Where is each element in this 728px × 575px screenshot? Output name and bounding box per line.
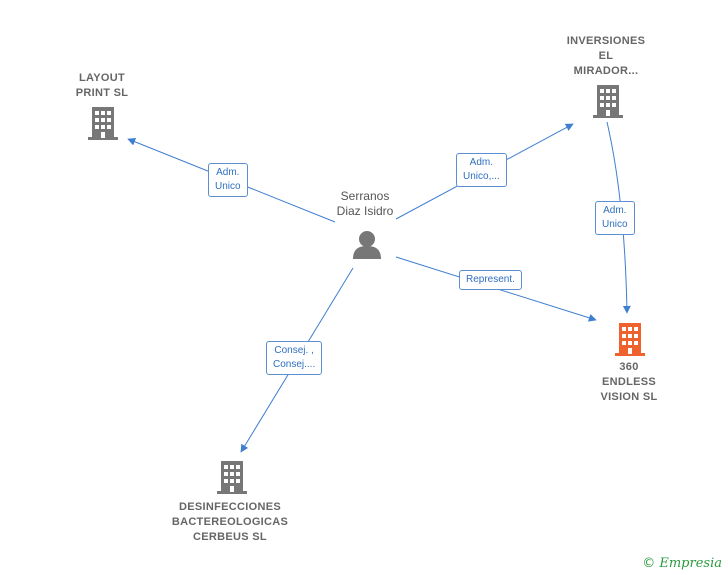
company-label-line: 360: [619, 361, 639, 373]
company-label-line: ENDLESS: [601, 376, 657, 388]
building-icon-desinfecciones[interactable]: [217, 461, 247, 494]
company-label-desinfecciones[interactable]: DESINFECCIONES BACTEREOLOGICAS CERBEUS S…: [160, 500, 300, 545]
company-label-line: VISION SL: [600, 391, 658, 403]
edge-label-represent[interactable]: Represent.: [459, 270, 522, 290]
company-label-line: CERBEUS SL: [193, 531, 267, 543]
edge-label-line: Adm.: [216, 167, 240, 178]
brand-footer[interactable]: © Empresia: [642, 556, 722, 571]
building-icon-layout-print[interactable]: [88, 107, 118, 140]
edge-label-line: Unico,...: [463, 171, 500, 182]
company-label-line: LAYOUT: [78, 72, 125, 84]
edge-label-line: Adm.: [603, 205, 627, 216]
company-label-line: PRINT SL: [75, 87, 129, 99]
edge-label-adm-unico-inversiones[interactable]: Adm. Unico,...: [456, 153, 507, 187]
company-label-line: BACTEREOLOGICAS: [171, 516, 289, 528]
edge-label-line: Represent.: [466, 274, 515, 285]
company-label-line: DESINFECCIONES: [179, 501, 281, 513]
person-name-line1: Serranos: [340, 189, 390, 203]
person-node-label[interactable]: Serranos Diaz Isidro: [318, 189, 412, 219]
company-label-inversiones[interactable]: INVERSIONES EL MIRADOR...: [556, 34, 656, 79]
building-icon-360-endless-vision[interactable]: [615, 323, 645, 356]
person-icon[interactable]: [353, 231, 381, 259]
company-label-line: MIRADOR...: [573, 65, 639, 77]
company-label-line: INVERSIONES: [566, 35, 646, 47]
edge-label-line: Unico: [602, 219, 628, 230]
edge-label-consej[interactable]: Consej. , Consej....: [266, 341, 323, 375]
building-icon-inversiones[interactable]: [593, 85, 623, 118]
company-label-line: EL: [598, 50, 614, 62]
edge-label-line: Unico: [215, 181, 241, 192]
person-name-line2: Diaz Isidro: [336, 204, 394, 218]
edge-label-line: Consej....: [273, 359, 316, 370]
edge-label-line: Adm.: [469, 157, 494, 168]
brand-logo-text: Empresia: [659, 556, 722, 571]
edge-label-adm-unico-layout[interactable]: Adm. Unico: [208, 163, 248, 197]
company-label-360-endless-vision[interactable]: 360 ENDLESS VISION SL: [578, 360, 680, 405]
company-label-layout-print[interactable]: LAYOUT PRINT SL: [52, 71, 152, 101]
copyright-symbol: ©: [642, 556, 656, 571]
edge-label-line: Consej. ,: [274, 345, 314, 356]
edge-label-adm-unico-endless[interactable]: Adm. Unico: [595, 201, 635, 235]
